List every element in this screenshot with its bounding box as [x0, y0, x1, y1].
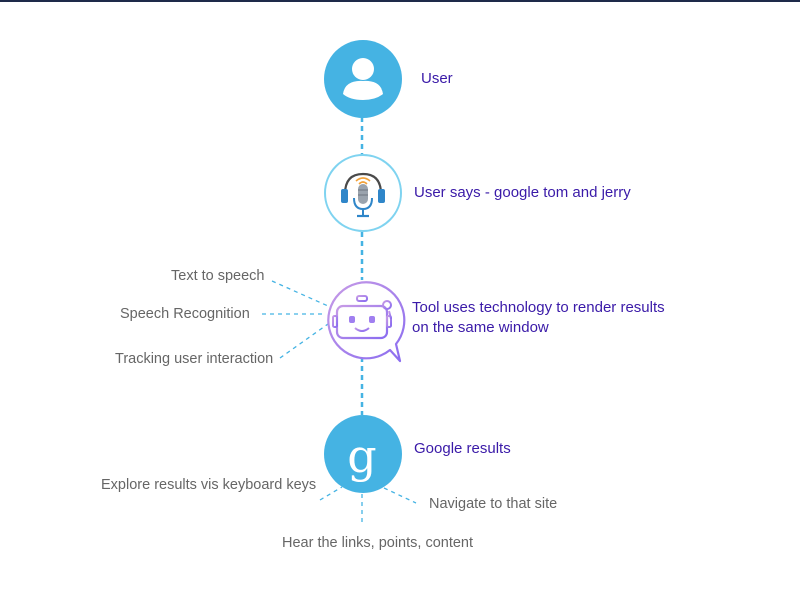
feature-tracking-user-interaction: Tracking user interaction: [115, 351, 274, 367]
svg-text:g: g: [347, 429, 376, 483]
branch-navigate: [383, 487, 417, 504]
branch-text-to-speech: [271, 280, 329, 307]
robot-chat-icon: [327, 281, 406, 363]
user-node: [324, 40, 402, 118]
step-label-tool-line2: on the same window: [412, 319, 549, 336]
microphone-headphones-icon: [341, 172, 385, 218]
branch-tracking: [279, 323, 329, 359]
step-label-google-results: Google results: [414, 440, 511, 457]
user-icon: [343, 58, 383, 100]
top-border: [0, 0, 800, 2]
speech-input-node: [324, 154, 402, 232]
feature-speech-recognition: Speech Recognition: [120, 306, 250, 322]
feature-text-to-speech: Text to speech: [171, 268, 265, 284]
google-results-node: g: [324, 415, 402, 493]
google-g-icon: g: [347, 429, 376, 483]
action-hear-content: Hear the links, points, content: [282, 535, 474, 551]
action-navigate-site: Navigate to that site: [429, 496, 558, 512]
action-explore-results: Explore results vis keyboard keys: [101, 477, 317, 493]
step-label-tool-line1: Tool uses technology to render results: [412, 299, 665, 316]
step-label-user: User: [421, 70, 453, 87]
step-label-user-says: User says - google tom and jerry: [414, 184, 631, 201]
